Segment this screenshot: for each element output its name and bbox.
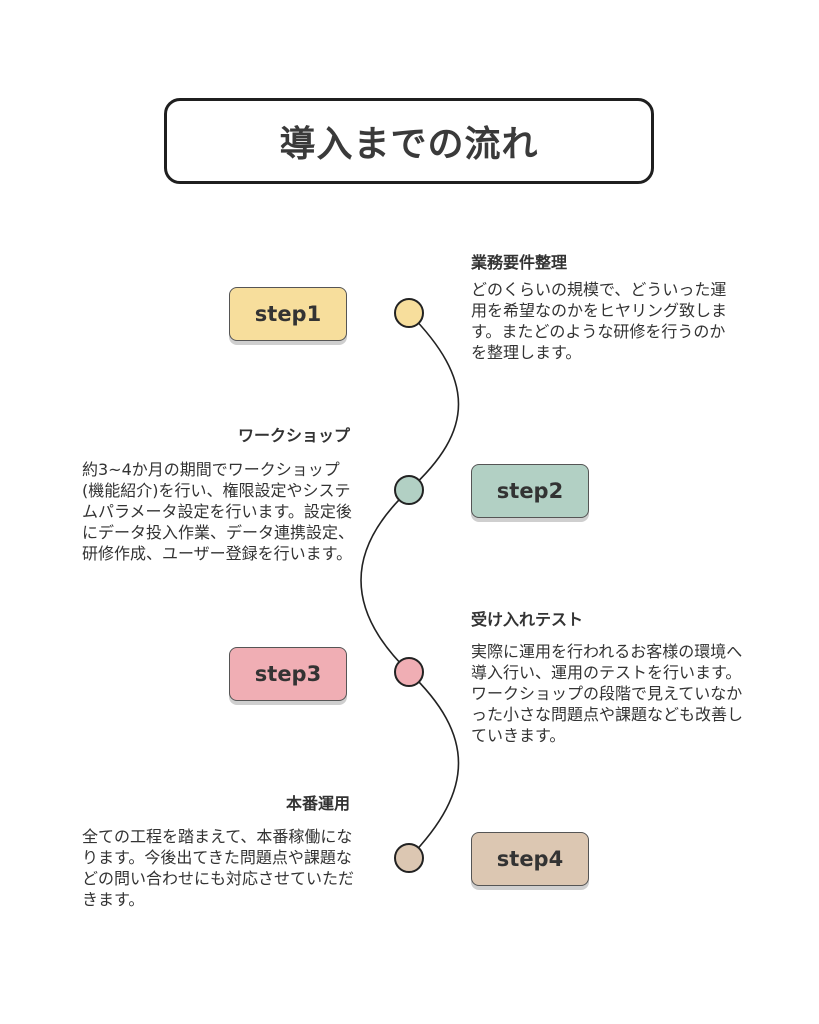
- step2-description: 約3~4か月の期間でワークショップ(機能紹介)を行い、権限設定やシステムパラメー…: [82, 460, 355, 563]
- step3-description: 実際に運用を行われるお客様の環境へ導入行い、運用のテストを行います。ワークショッ…: [471, 642, 744, 745]
- step1-node: [394, 298, 424, 328]
- step2-heading: ワークショップ: [237, 426, 350, 445]
- step3-node: [394, 657, 424, 687]
- step2-badge: step2: [471, 464, 589, 518]
- step4-badge: step4: [471, 832, 589, 886]
- step2-node: [394, 475, 424, 505]
- step4-description: 全ての工程を踏まえて、本番稼働になります。今後出てきた問題点や課題などの問い合わ…: [82, 827, 355, 909]
- step1-description: どのくらいの規模で、どういった運用を希望なのかをヒヤリング致します。またどのよう…: [471, 280, 728, 362]
- step1-badge: step1: [229, 287, 347, 341]
- step3-heading: 受け入れテスト: [471, 610, 584, 629]
- step4-node: [394, 843, 424, 873]
- step4-heading: 本番運用: [285, 794, 350, 813]
- step1-heading: 業務要件整理: [471, 253, 568, 272]
- timeline-curve: [360, 312, 460, 859]
- page-title: 導入までの流れ: [279, 124, 539, 165]
- step3-badge: step3: [229, 647, 347, 701]
- title-box: 導入までの流れ: [164, 98, 654, 184]
